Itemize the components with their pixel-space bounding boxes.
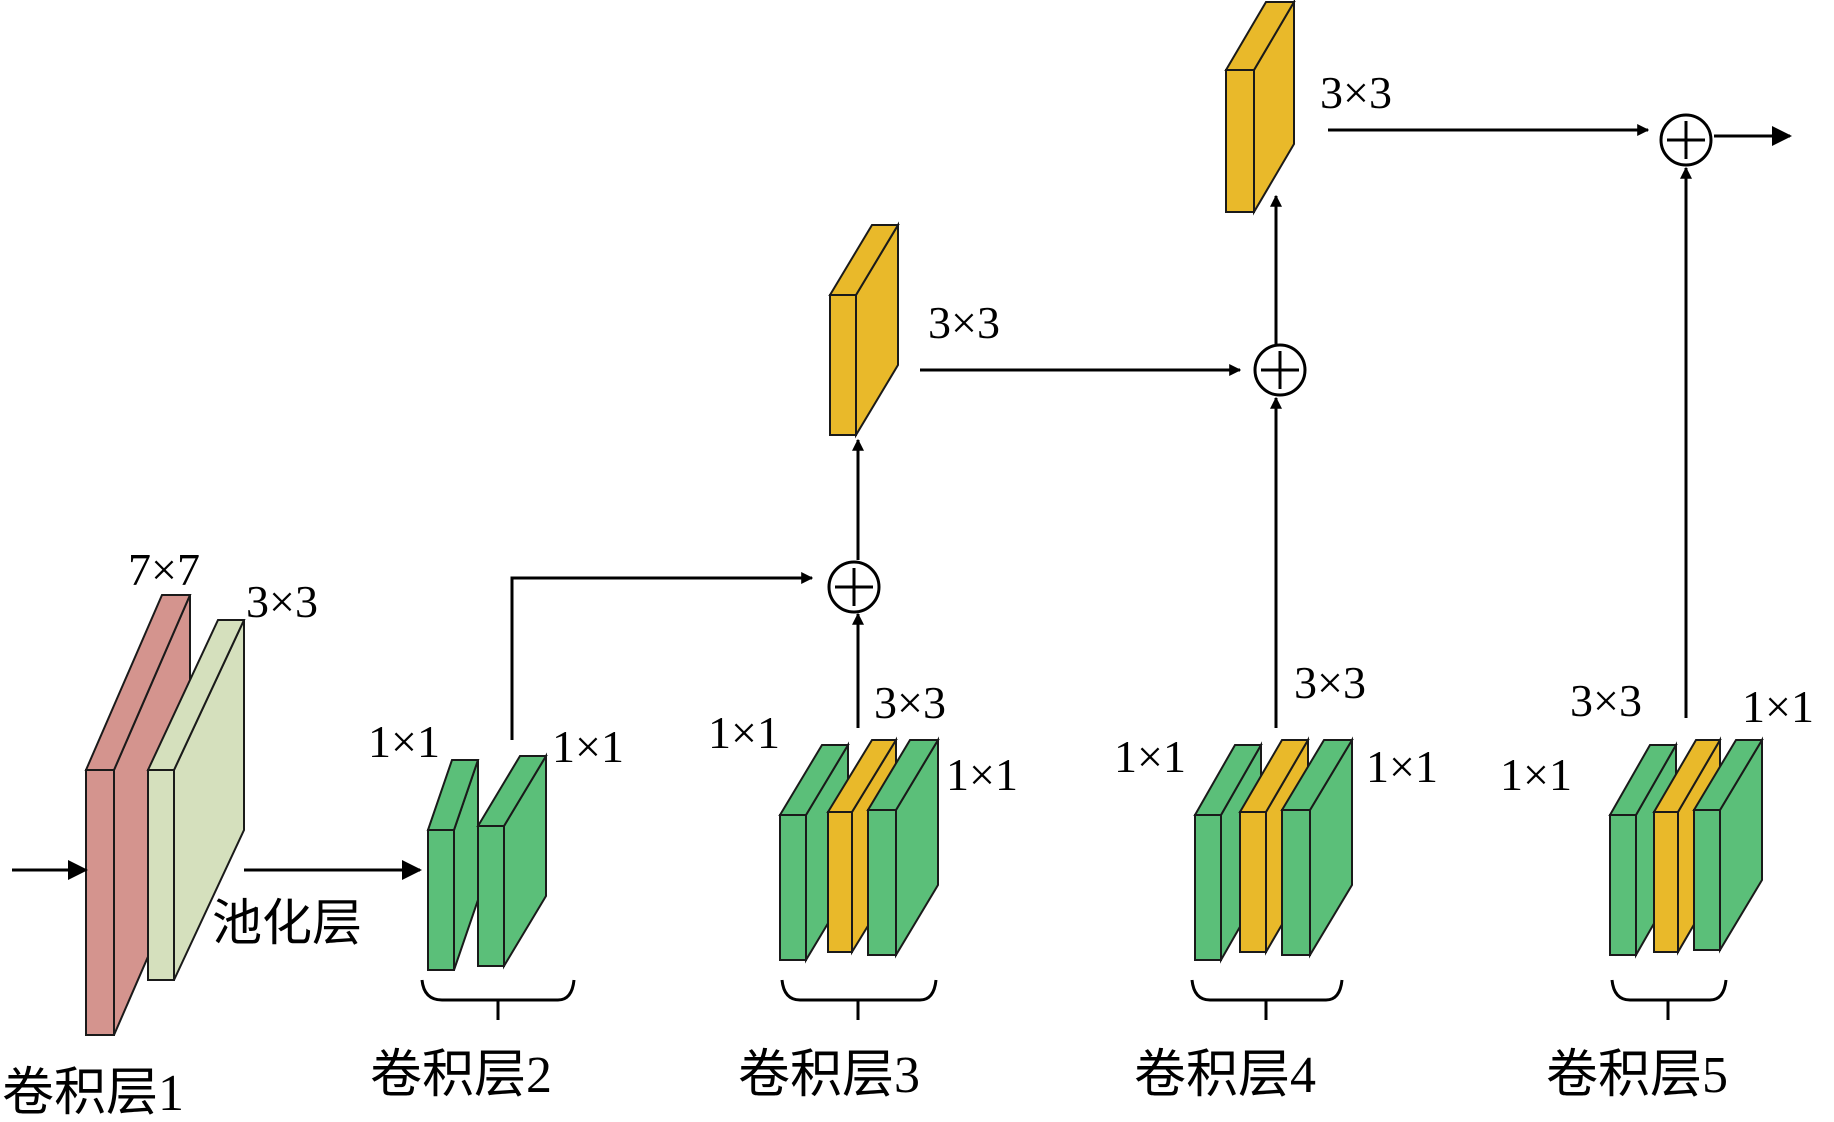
conv2-a-front (427, 829, 455, 971)
conv3-a-top (778, 744, 850, 816)
conv5-label-3x3: 3×3 (1570, 675, 1642, 726)
conv2-b-top (476, 755, 548, 827)
plus-node-1 (827, 560, 881, 614)
conv4-label-3x3: 3×3 (1294, 657, 1366, 708)
label-7x7: 7×7 (128, 544, 200, 595)
conv2-skip-arrow (510, 572, 814, 740)
conv2-1x1-kernel-a (426, 759, 480, 971)
plus-node-2 (1253, 343, 1307, 397)
label-conv1: 卷积层1 (2, 1065, 184, 1122)
up2-front (1225, 69, 1255, 213)
conv2-brace (420, 979, 576, 1020)
conv2-a-top (426, 759, 480, 831)
conv4-mid-top (1238, 739, 1310, 813)
conv4-a-front (1194, 814, 1222, 961)
conv5-brace (1610, 979, 1728, 1020)
conv3-b-front (867, 809, 897, 956)
upsample-3x3-kernel-1 (828, 221, 900, 439)
up2-label-3x3: 3×3 (1320, 67, 1392, 118)
conv5-b-front (1693, 809, 1721, 951)
conv4-1x1-kernel-b (1280, 736, 1354, 959)
conv3-label-1x1-left: 1×1 (708, 707, 780, 758)
conv4-label-1x1-right: 1×1 (1366, 741, 1438, 792)
up1-front (829, 294, 857, 436)
conv-layer-5: 1×1 3×3 1×1 卷积层5 (1500, 675, 1814, 1104)
label-pool: 池化层 (212, 895, 362, 951)
label-conv4: 卷积层4 (1134, 1047, 1316, 1104)
conv4-a-top (1193, 744, 1263, 816)
label-conv5: 卷积层5 (1546, 1047, 1728, 1104)
conv3-mid-front (827, 811, 853, 953)
pool-3x3-kernel (146, 619, 246, 981)
conv4-b-top (1280, 739, 1354, 811)
conv5-a-top (1608, 744, 1678, 816)
conv3-1x1-kernel-b (866, 736, 940, 959)
pool-3x3-top (146, 619, 246, 771)
up2-top (1224, 0, 1296, 71)
label-conv2: 卷积层2 (370, 1047, 552, 1104)
conv3-mid-top (826, 739, 898, 813)
conv3-b-top (866, 739, 940, 811)
up1-label-3x3: 3×3 (928, 297, 1000, 348)
conv2-1x1-kernel-b (476, 752, 548, 970)
conv5-label-1x1-right: 1×1 (1742, 681, 1814, 732)
conv3-a-front (779, 814, 807, 961)
conv5-mid-top (1652, 739, 1722, 813)
label-pool-3x3: 3×3 (246, 576, 318, 627)
conv4-mid-front (1239, 811, 1267, 953)
conv2-b-front (477, 825, 505, 967)
conv4-label-1x1-left: 1×1 (1114, 731, 1186, 782)
conv1-7x7-top (84, 594, 192, 771)
conv2-label-1x1-right: 1×1 (552, 721, 624, 772)
conv3-label-1x1-right: 1×1 (946, 749, 1018, 800)
conv-layer-3: 1×1 3×3 1×1 卷积层3 (708, 677, 1018, 1104)
conv5-mid-front (1653, 811, 1679, 953)
plus-node-3 (1659, 113, 1713, 167)
conv5-b-top (1692, 739, 1764, 811)
up1-top (828, 224, 900, 296)
label-conv3: 卷积层3 (738, 1047, 920, 1104)
pool-3x3-front (147, 769, 175, 981)
conv1-7x7-front (85, 769, 115, 1036)
conv4-b-front (1281, 809, 1311, 956)
conv-layer-4: 1×1 3×3 1×1 卷积层4 (1114, 657, 1438, 1104)
conv5-1x1-kernel-b (1692, 736, 1764, 954)
conv-layer-2: 1×1 1×1 卷积层2 (368, 716, 624, 1104)
conv3-label-3x3: 3×3 (874, 677, 946, 728)
conv-layer-1: 7×7 3×3 池化层 卷积层1 (2, 544, 362, 1122)
conv4-brace (1190, 979, 1344, 1020)
conv5-a-front (1609, 814, 1637, 956)
conv5-label-1x1-left: 1×1 (1500, 749, 1572, 800)
conv3-brace (780, 979, 938, 1020)
upsample-3x3-kernel-2 (1224, 0, 1296, 216)
conv2-label-1x1-left: 1×1 (368, 716, 440, 767)
